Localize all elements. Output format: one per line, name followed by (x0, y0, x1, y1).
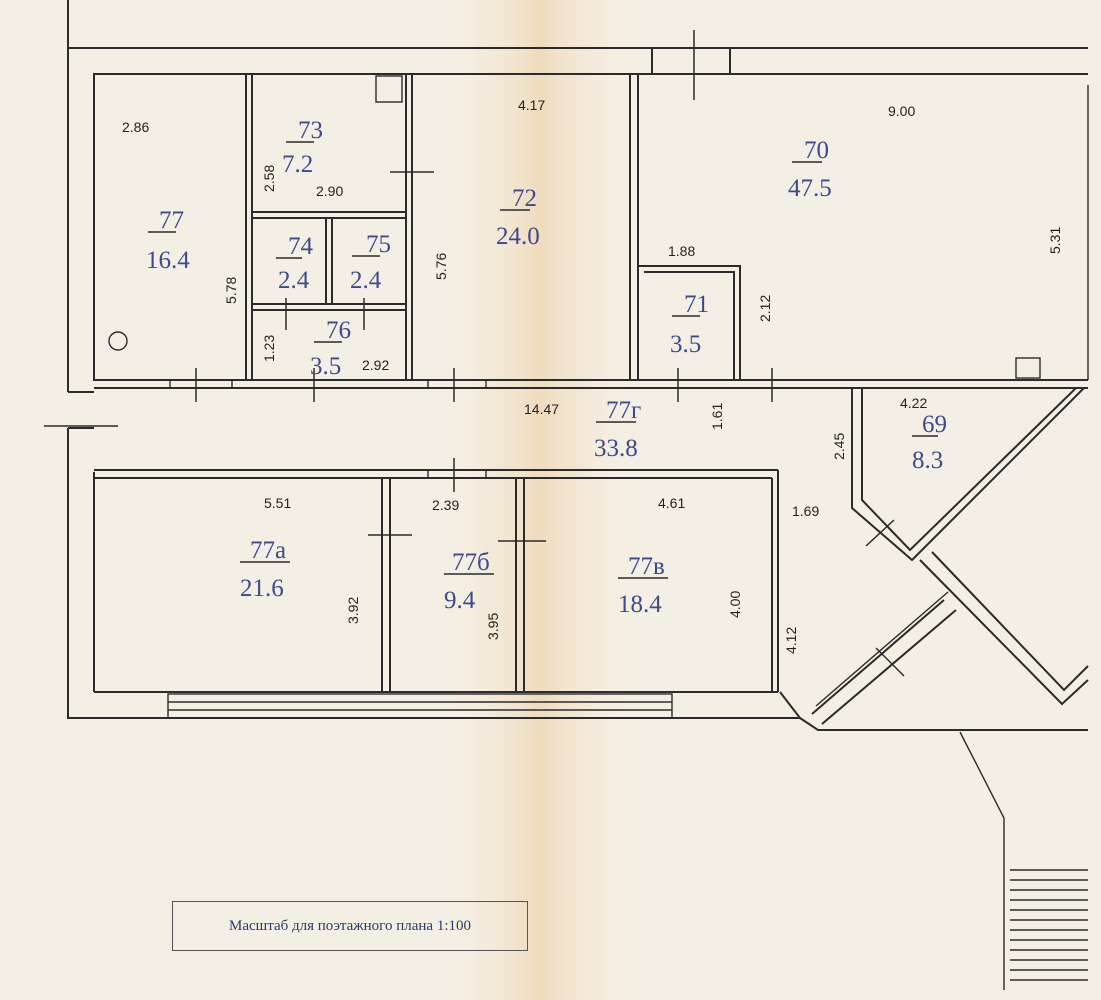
stairs (959, 731, 1088, 990)
dim-label: 4.61 (658, 495, 685, 511)
room-77g-area: 33.8 (594, 435, 638, 462)
room-70-area: 47.5 (788, 175, 832, 202)
dim-label: 9.00 (888, 103, 915, 119)
dim-label: 1.61 (709, 403, 725, 430)
room-73-number: 73 (298, 117, 323, 144)
room-75-area: 2.4 (350, 267, 382, 294)
dim-label: 1.23 (261, 335, 277, 362)
dim-label: 14.47 (524, 401, 559, 417)
scale-note: Масштаб для поэтажного плана 1:100 (172, 901, 528, 951)
dim-label: 5.76 (433, 253, 449, 280)
dimension-labels: 2.86 5.78 2.58 2.90 1.23 2.92 4.17 5.76 … (122, 97, 1063, 654)
dim-label: 4.00 (727, 591, 743, 618)
dim-label: 1.69 (792, 503, 819, 519)
room-76-number: 76 (326, 317, 351, 344)
room-72-area: 24.0 (496, 223, 540, 250)
room-walls-center (629, 30, 1041, 380)
room-72-number: 72 (512, 185, 537, 212)
room-77-number: 77 (159, 207, 184, 234)
dim-label: 2.90 (316, 183, 343, 199)
room-77g-number: 77г (606, 397, 641, 424)
dim-label: 2.45 (831, 433, 847, 460)
bottom-window (167, 693, 673, 719)
room-77v-number: 77в (628, 553, 665, 580)
room-74-area: 2.4 (278, 267, 310, 294)
dim-label: 2.92 (362, 357, 389, 373)
room-71-area: 3.5 (670, 331, 701, 358)
corridor-walls (94, 368, 1088, 492)
room-69-number: 69 (922, 411, 947, 438)
room-77-area: 16.4 (146, 247, 190, 274)
room-71-number: 71 (684, 291, 709, 318)
scale-note-text: Масштаб для поэтажного плана 1:100 (229, 917, 471, 934)
dim-label: 4.12 (783, 627, 799, 654)
room-74-number: 74 (288, 233, 314, 260)
room-76-area: 3.5 (310, 353, 341, 380)
dim-label: 3.95 (485, 613, 501, 640)
room-walls-right (779, 387, 1089, 725)
dim-label: 4.17 (518, 97, 545, 113)
dim-label: 5.51 (264, 495, 291, 511)
dim-label: 2.86 (122, 119, 149, 135)
dim-label: 2.12 (757, 295, 773, 322)
room-labels: 77 16.4 73 7.2 74 2.4 75 2.4 76 3.5 72 2… (146, 117, 947, 618)
room-walls-bottom (94, 470, 779, 693)
dim-label: 2.39 (432, 497, 459, 513)
dim-label: 4.22 (900, 395, 927, 411)
room-77a-area: 21.6 (240, 575, 284, 602)
room-77b-number: 77б (452, 549, 490, 576)
room-77v-area: 18.4 (618, 591, 662, 618)
room-77b-area: 9.4 (444, 587, 476, 614)
room-69-area: 8.3 (912, 447, 943, 474)
room-75-number: 75 (366, 231, 391, 258)
dim-label: 1.88 (668, 243, 695, 259)
dim-label: 3.92 (345, 597, 361, 624)
dim-label: 5.78 (223, 277, 239, 304)
room-73-area: 7.2 (282, 151, 313, 178)
dim-label: 5.31 (1047, 227, 1063, 254)
paper-shading (440, 0, 640, 1000)
dim-label: 2.58 (261, 165, 277, 192)
room-70-number: 70 (804, 137, 829, 164)
room-77a-number: 77а (250, 537, 286, 564)
